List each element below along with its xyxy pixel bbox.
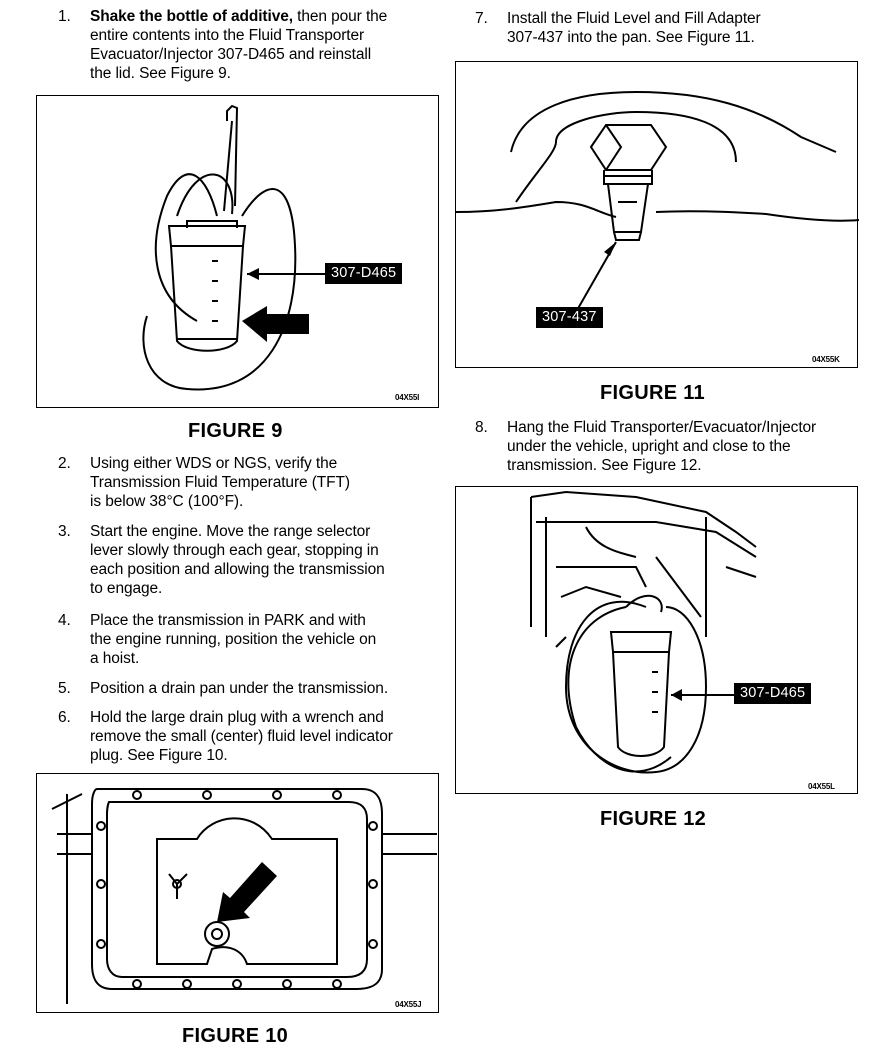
step-text: Start the engine. Move the range selecto… (90, 523, 385, 597)
step-3: 3. Start the engine. Move the range sele… (58, 522, 438, 602)
step-number: 1. (58, 8, 71, 25)
figure-11-frame: 307-437 04X55K (455, 61, 859, 368)
step-text: Using either WDS or NGS, verify the Tran… (90, 455, 350, 510)
step-text: Hold the large drain plug with a wrench … (90, 709, 393, 764)
step-number: 8. (475, 419, 488, 436)
step-body: then pour the entire contents into the F… (90, 8, 388, 82)
step-8: 8. Hang the Fluid Transporter/Evacuator/… (475, 418, 875, 478)
step-text: Shake the bottle of additive, then pour … (90, 7, 387, 83)
figure-11-code: 04X55K (812, 355, 840, 364)
step-number: 4. (58, 612, 71, 629)
step-number: 7. (475, 10, 488, 27)
step-7: 7. Install the Fluid Level and Fill Adap… (475, 9, 865, 49)
step-text: Install the Fluid Level and Fill Adapter… (507, 10, 761, 46)
step-bold: Shake the bottle of additive, (90, 8, 293, 25)
figure-11-caption: FIGURE 11 (600, 382, 705, 404)
figure-12-code: 04X55L (808, 782, 835, 791)
fill-adapter-illustration (456, 90, 859, 313)
step-number: 5. (58, 680, 71, 697)
step-text: Position a drain pan under the transmiss… (90, 680, 389, 697)
step-text: Hang the Fluid Transporter/Evacuator/Inj… (507, 419, 817, 474)
figure-10-code: 04X55J (395, 1000, 422, 1009)
step-6: 6. Hold the large drain plug with a wren… (58, 708, 438, 768)
transporter-hanging-illustration (530, 490, 757, 774)
step-2: 2. Using either WDS or NGS, verify the T… (58, 454, 438, 514)
step-1: 1. Shake the bottle of additive, then po… (58, 7, 438, 87)
figure-12-tool-label: 307-D465 (734, 683, 812, 704)
figure-9-frame: 307-D465 04X55I (36, 95, 439, 408)
step-4: 4. Place the transmission in PARK and wi… (58, 611, 438, 671)
step-5: 5. Position a drain pan under the transm… (58, 679, 438, 699)
figure-9-caption: FIGURE 9 (188, 420, 283, 442)
figure-12-caption: FIGURE 12 (600, 808, 707, 830)
step-number: 6. (58, 709, 71, 726)
figure-9-code: 04X55I (395, 393, 420, 402)
step-number: 2. (58, 455, 71, 472)
step-text: Place the transmission in PARK and with … (90, 612, 377, 667)
step-number: 3. (58, 523, 71, 540)
figure-12-frame: 307-D465 04X55L (455, 486, 858, 794)
figure-10-caption: FIGURE 10 (182, 1025, 289, 1047)
figure-11-tool-label: 307-437 (536, 307, 603, 328)
transmission-pan-illustration (51, 788, 437, 1004)
figure-10-frame: 04X55J (36, 773, 439, 1013)
fluid-transporter-illustration (142, 104, 327, 391)
figure-9-tool-label: 307-D465 (325, 263, 403, 284)
